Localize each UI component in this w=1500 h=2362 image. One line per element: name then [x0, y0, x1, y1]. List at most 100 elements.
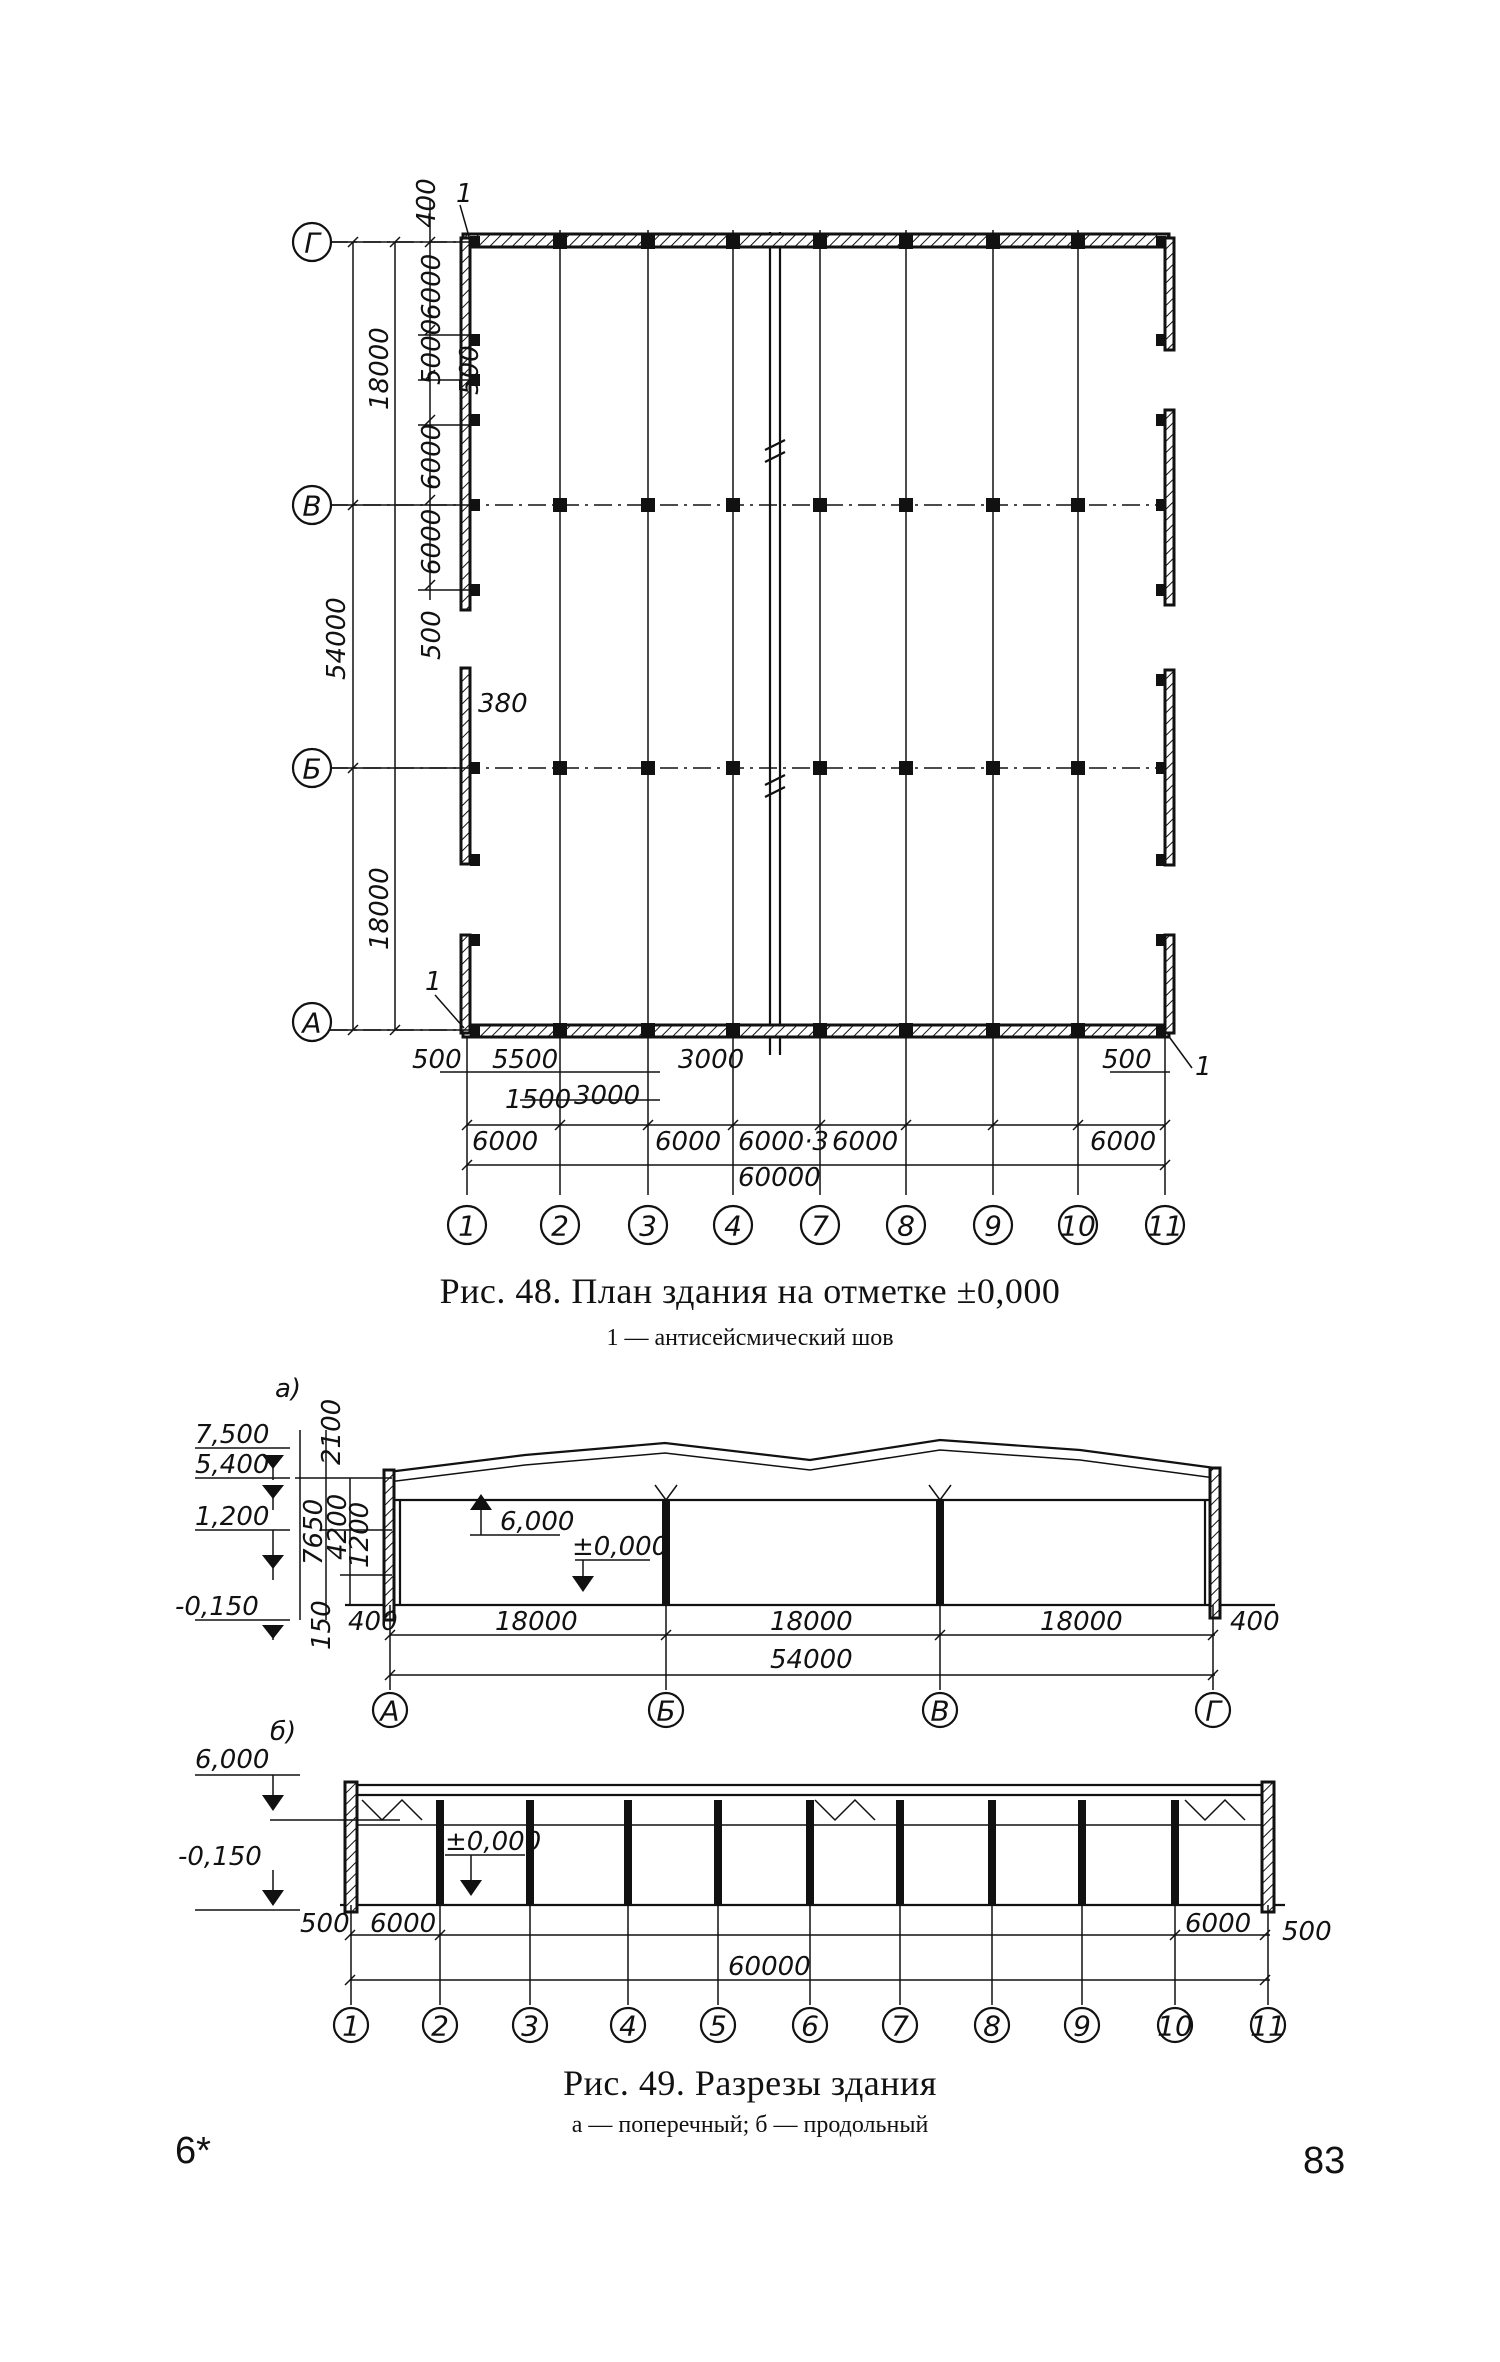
plan-column: [899, 498, 913, 512]
dim-60000: 60000: [738, 1163, 821, 1193]
long-axis-bubble: [1063, 2006, 1101, 2044]
long-axis-bubble: [699, 2006, 737, 2044]
span-18000-1: 18000: [495, 1607, 578, 1637]
wall-column-right: [1156, 236, 1166, 248]
edge-b-500-right: 500: [1282, 1917, 1332, 1947]
wall-column-right: [1156, 674, 1166, 686]
col-axis-bubble: [885, 1204, 927, 1246]
marker-1-left: 1: [425, 967, 442, 997]
level-minus-0150: -0,150: [175, 1592, 259, 1622]
long-axis-bubble: [421, 2006, 459, 2044]
dim-3000-a: 3000: [678, 1045, 744, 1075]
wall-column-left: [470, 762, 480, 774]
dim-6000-col3: 6000: [655, 1127, 721, 1157]
plan-column: [641, 1023, 655, 1037]
long-axis-bubble: [1156, 2006, 1194, 2044]
col-axis-label: 9: [984, 1210, 1002, 1243]
plan-column: [899, 761, 913, 775]
dim-5000: 5000: [417, 319, 447, 385]
plan-column: [726, 761, 740, 775]
level-mark-0000-b: [460, 1880, 482, 1896]
levels-b: [195, 1774, 400, 1911]
plan-column: [726, 235, 740, 249]
axis-a-V: В: [930, 1695, 949, 1728]
edge-b-6000-left: 6000: [370, 1909, 436, 1939]
axis-label-V: В: [302, 490, 321, 523]
dim-18000-bottom: 18000: [365, 867, 395, 950]
wall-b-right: [1260, 1780, 1276, 1914]
col-axis-bubble: [712, 1204, 754, 1246]
wall-left-middle: [459, 666, 472, 866]
marker-1-right: 1: [1195, 1052, 1212, 1082]
plan-column: [726, 498, 740, 512]
plan-column: [726, 1023, 740, 1037]
plan-column: [813, 235, 827, 249]
level-7500: 7,500: [195, 1420, 269, 1450]
col-axis-label: 2: [551, 1210, 569, 1243]
wall-column-left: [470, 854, 480, 866]
fig49-legend: а — поперечный; б — продольный: [571, 2112, 929, 2138]
long-column: [988, 1800, 996, 1905]
span-18000-3: 18000: [1040, 1607, 1123, 1637]
level-5400: 5,400: [195, 1450, 269, 1480]
vdim-2100: 2100: [317, 1399, 347, 1465]
plan-column: [641, 498, 655, 512]
col-axis-bubble: [1057, 1204, 1099, 1246]
dim-400: 400: [412, 178, 442, 228]
long-column: [624, 1800, 632, 1905]
wall-b-left: [343, 1780, 359, 1914]
column-v: [936, 1500, 944, 1605]
plan-column: [1071, 235, 1085, 249]
dim-1500: 1500: [505, 1085, 571, 1115]
long-axis-label: 11: [1250, 2010, 1286, 2043]
section-a-label: а): [275, 1374, 301, 1404]
col-axis-label: 10: [1060, 1210, 1096, 1243]
truss-middle: [814, 1798, 876, 1822]
columns: [470, 235, 1166, 1037]
long-axis-label: 3: [521, 2010, 539, 2043]
column-b: [662, 1500, 670, 1605]
section-b-label: б): [270, 1717, 296, 1747]
axis-bubble-A: [291, 1001, 333, 1043]
wall-column-left: [470, 1024, 480, 1036]
long-axis-label: 5: [709, 2010, 727, 2043]
long-column: [896, 1800, 904, 1905]
col-axis-bubble: [539, 1204, 581, 1246]
plan-column: [641, 235, 655, 249]
left-dimensions: [330, 200, 470, 1036]
edge-dim-400-right: 400: [1230, 1607, 1280, 1637]
axis-a-A: А: [378, 1695, 399, 1728]
wall-column-right: [1156, 762, 1166, 774]
fig49-caption: Рис. 49. Разрезы здания: [563, 2063, 937, 2103]
fig49b-longitudinal-section: б) 6,000 -0,150 ±0,000: [178, 1717, 1332, 2044]
longitudinal-columns: [436, 1800, 1179, 1905]
wall-column-left: [470, 374, 480, 386]
horizontal-dims-a: [384, 1605, 1219, 1690]
dim-5500: 5500: [492, 1045, 558, 1075]
wall-a-left: [382, 1468, 396, 1622]
plan-column: [813, 498, 827, 512]
long-column: [806, 1800, 814, 1905]
plan-column: [986, 761, 1000, 775]
level-b-6000: 6,000: [195, 1745, 269, 1775]
col-axis-bubble: [446, 1204, 488, 1246]
dim-6000-a: 6000: [417, 254, 447, 320]
long-column: [436, 1800, 444, 1905]
edge-b-500-left: 500: [300, 1909, 350, 1939]
col-axis-label: 7: [811, 1210, 829, 1243]
plan-column: [986, 1023, 1000, 1037]
inner-level-0000-b: ±0,000: [445, 1827, 541, 1857]
wall-column-right: [1156, 1024, 1166, 1036]
col-axis-bubble: [972, 1204, 1014, 1246]
plan-column: [813, 761, 827, 775]
plan-column: [553, 761, 567, 775]
dim-6000x3: 6000·3: [738, 1127, 829, 1157]
axis-a-G: Г: [1205, 1695, 1223, 1728]
col-axis-bubble: [1144, 1204, 1186, 1246]
level-1200: 1,200: [195, 1502, 269, 1532]
long-axis-label: 6: [801, 2010, 819, 2043]
roof-a: [387, 1438, 1216, 1474]
plan-column: [899, 235, 913, 249]
wall-left-lower: [459, 933, 472, 1035]
span-18000-2: 18000: [770, 1607, 853, 1637]
